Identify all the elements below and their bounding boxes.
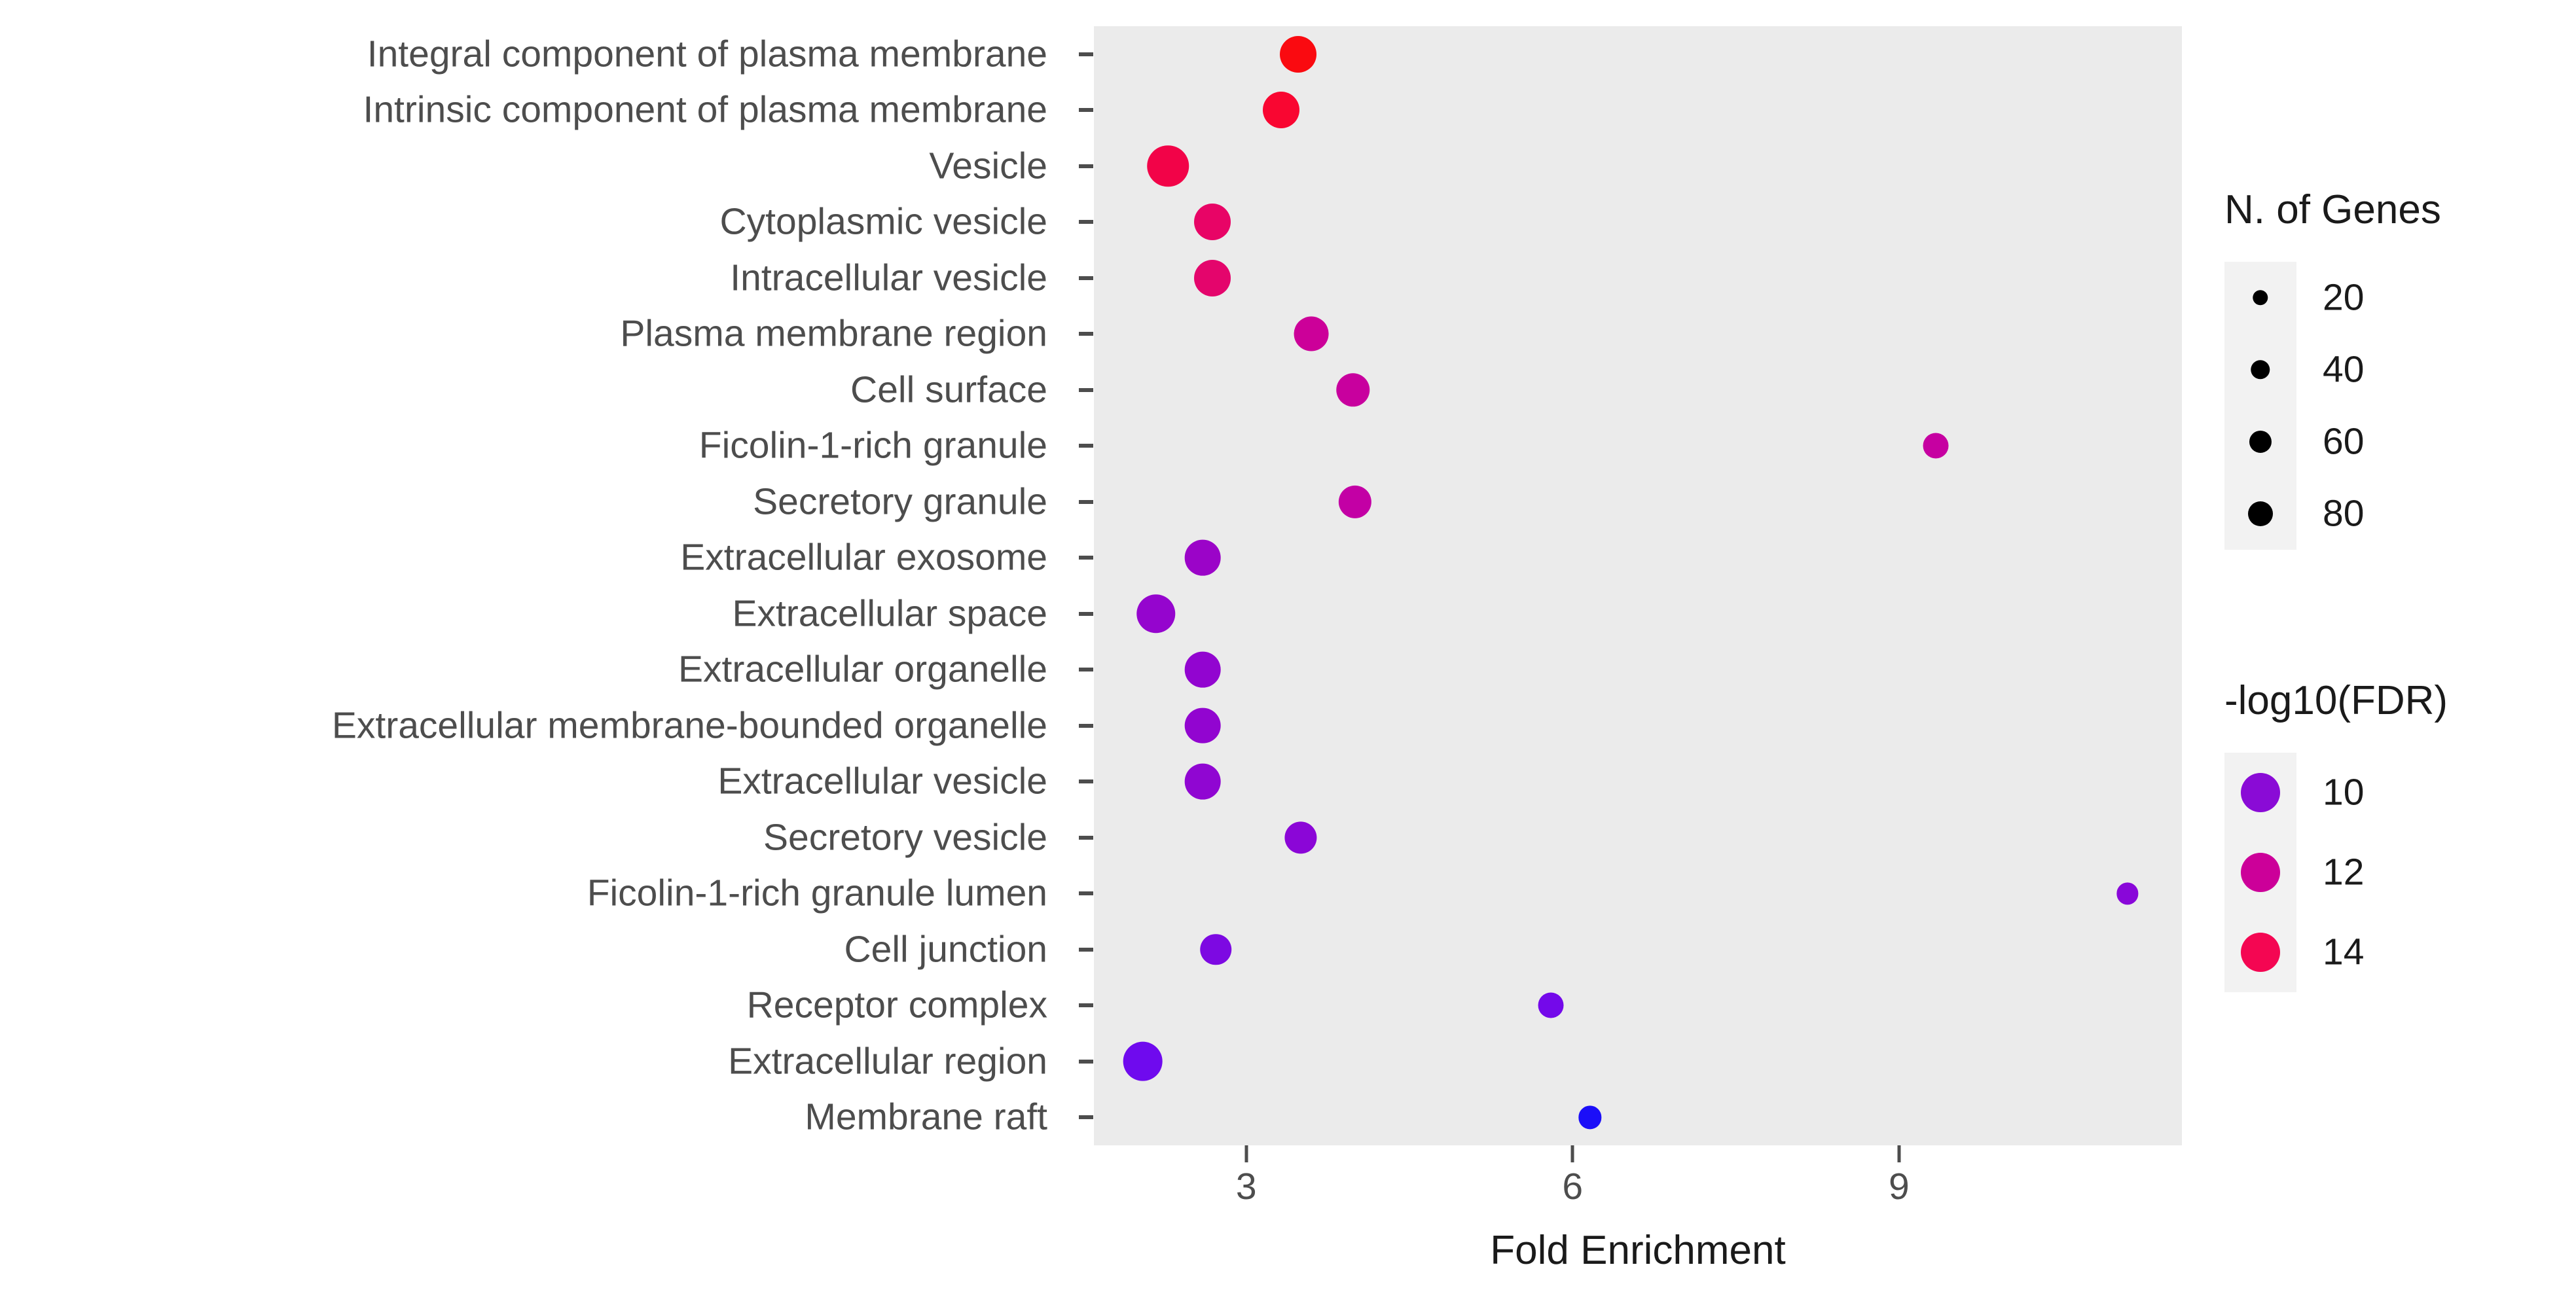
legend-swatch xyxy=(2241,773,2280,812)
legend-key xyxy=(2224,334,2296,406)
plot-panel xyxy=(1094,26,2182,1145)
data-point xyxy=(1194,204,1231,241)
legend-swatch xyxy=(2241,853,2280,892)
x-axis-tick xyxy=(1244,1145,1248,1162)
y-axis-label: Cell junction xyxy=(844,928,1048,971)
y-axis-label: Extracellular organelle xyxy=(678,648,1047,690)
data-point xyxy=(1294,316,1329,351)
data-point xyxy=(1923,433,1949,459)
y-axis-label: Extracellular vesicle xyxy=(717,760,1047,802)
legend-swatch xyxy=(2249,430,2272,454)
data-point xyxy=(1184,763,1221,800)
color-legend-title: -log10(FDR) xyxy=(2224,678,2448,723)
x-axis-tick-label: 9 xyxy=(1889,1166,1910,1208)
data-point xyxy=(1538,992,1564,1018)
legend-key xyxy=(2224,262,2296,334)
data-point xyxy=(1578,1105,1602,1129)
data-point xyxy=(1184,651,1221,688)
legend-swatch xyxy=(2248,501,2273,526)
y-axis-tick xyxy=(1079,779,1093,784)
y-axis-label: Extracellular region xyxy=(728,1040,1047,1083)
y-axis-label: Integral component of plasma membrane xyxy=(367,33,1047,75)
legend-label: 80 xyxy=(2323,492,2365,535)
y-axis-label: Cytoplasmic vesicle xyxy=(719,200,1047,243)
legend-key xyxy=(2224,753,2296,833)
data-point xyxy=(1123,1041,1163,1082)
y-axis-tick xyxy=(1079,332,1093,336)
data-point xyxy=(1147,145,1189,187)
legend-label: 14 xyxy=(2323,931,2365,973)
x-axis-tick xyxy=(1570,1145,1574,1162)
legend-swatch xyxy=(2251,360,2270,380)
y-axis-tick xyxy=(1079,387,1093,392)
legend-key xyxy=(2224,912,2296,992)
y-axis-tick xyxy=(1079,276,1093,280)
y-axis-label: Cell surface xyxy=(850,368,1047,411)
legend-label: 12 xyxy=(2323,851,2365,893)
y-axis-tick xyxy=(1079,499,1093,504)
legend-key xyxy=(2224,833,2296,912)
data-point xyxy=(1284,821,1317,854)
legend-label: 40 xyxy=(2323,348,2365,391)
legend-label: 60 xyxy=(2323,420,2365,463)
y-axis-tick xyxy=(1079,891,1093,896)
x-axis-title: Fold Enrichment xyxy=(1490,1228,1786,1273)
size-legend-title: N. of Genes xyxy=(2224,187,2441,232)
legend-label: 20 xyxy=(2323,276,2365,319)
legend-key xyxy=(2224,478,2296,550)
y-axis-label: Extracellular exosome xyxy=(680,536,1047,579)
y-axis-tick xyxy=(1079,1115,1093,1120)
y-axis-label: Ficolin-1-rich granule xyxy=(698,424,1047,467)
y-axis-label: Receptor complex xyxy=(746,984,1047,1026)
y-axis-tick xyxy=(1079,947,1093,952)
y-axis-label: Secretory granule xyxy=(753,480,1047,523)
x-axis-tick xyxy=(1897,1145,1901,1162)
data-point xyxy=(1184,707,1221,744)
y-axis-label: Plasma membrane region xyxy=(620,312,1047,355)
y-axis-label: Extracellular membrane-bounded organelle xyxy=(331,704,1047,747)
y-axis-tick xyxy=(1079,835,1093,840)
y-axis-tick xyxy=(1079,220,1093,224)
y-axis-tick xyxy=(1079,108,1093,113)
x-axis-tick-label: 6 xyxy=(1562,1166,1584,1208)
y-axis-label: Intracellular vesicle xyxy=(730,257,1047,299)
y-axis-tick xyxy=(1079,1003,1093,1008)
y-axis-tick xyxy=(1079,1059,1093,1064)
legend-swatch xyxy=(2253,290,2268,306)
y-axis-label: Intrinsic component of plasma membrane xyxy=(363,88,1047,131)
data-point xyxy=(1338,485,1372,518)
y-axis-label: Membrane raft xyxy=(805,1096,1047,1138)
y-axis-tick xyxy=(1079,52,1093,56)
y-axis-label: Vesicle xyxy=(929,145,1047,187)
y-axis-tick xyxy=(1079,611,1093,616)
legend-key xyxy=(2224,406,2296,478)
data-point xyxy=(1194,259,1231,296)
data-point xyxy=(1136,594,1176,634)
data-point xyxy=(2116,882,2139,904)
y-axis-label: Extracellular space xyxy=(732,592,1047,635)
y-axis-tick xyxy=(1079,723,1093,728)
y-axis-tick xyxy=(1079,164,1093,168)
data-point xyxy=(1335,373,1370,407)
x-axis-tick-label: 3 xyxy=(1235,1166,1257,1208)
data-point xyxy=(1262,92,1299,129)
data-point xyxy=(1280,35,1317,73)
y-axis-label: Ficolin-1-rich granule lumen xyxy=(587,872,1047,914)
y-axis-label: Secretory vesicle xyxy=(763,816,1047,859)
y-axis-tick xyxy=(1079,556,1093,560)
y-axis-tick xyxy=(1079,668,1093,672)
legend-label: 10 xyxy=(2323,771,2365,814)
y-axis-tick xyxy=(1079,444,1093,448)
data-point xyxy=(1184,539,1221,576)
data-point xyxy=(1200,933,1231,965)
legend-swatch xyxy=(2241,933,2280,972)
